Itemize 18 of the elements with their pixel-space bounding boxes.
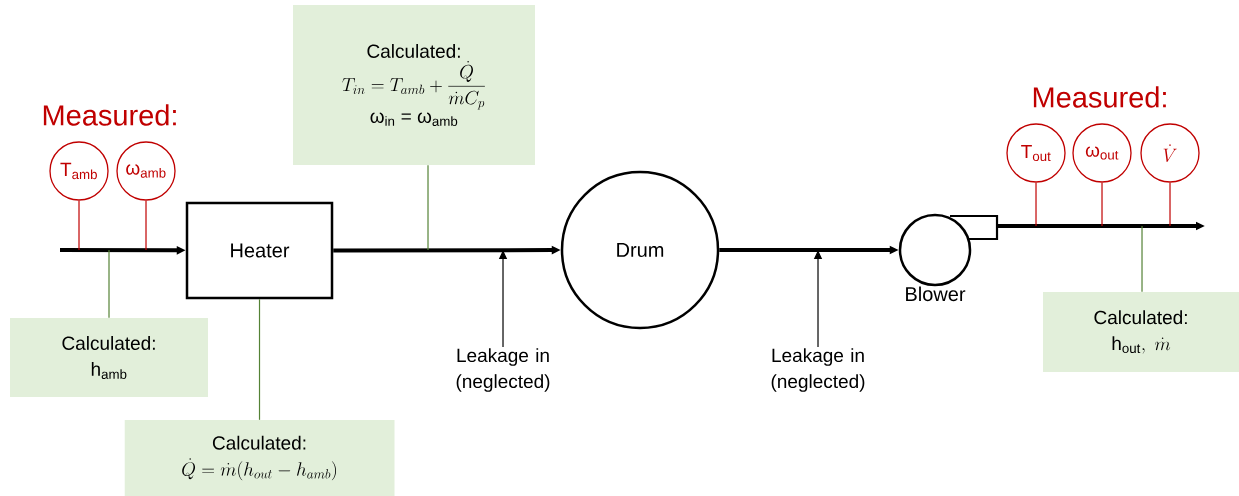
calculation-box: Calculated: $T_{in} = T_{amb} + \frac{\dot{Q}}{\dot{m}C_p}$ ω$_{in}$ = ω$_{amb}$ (293, 5, 535, 165)
leader-line (108, 249, 110, 319)
sensor-stem (145, 200, 147, 251)
calculation-box: Calculated: h$_{amb}$ (10, 318, 208, 397)
sensor-stem (1101, 182, 1103, 227)
leakage-note: Leakage in (neglected) (771, 348, 865, 392)
sensor-stem (78, 200, 80, 251)
sensor-stem (1169, 182, 1171, 227)
sensor-stem (1035, 182, 1037, 227)
leakage-note: Leakage in (neglected) (456, 348, 550, 392)
leader-line (1141, 225, 1143, 293)
measured-heading: Measured: (1033, 86, 1166, 108)
leader-line (258, 298, 261, 421)
leader-line (427, 164, 429, 251)
heater-box: Heater (185, 201, 334, 300)
calculation-box: Calculated: $\dot{Q} = \dot{m}(h_{out} - h_{amb})$ (124, 420, 395, 496)
calculation-box: Calculated: $\text{h}_{\text{out}},\ \dot{m}$ (1043, 292, 1239, 372)
measured-heading: Measured: (43, 104, 176, 126)
